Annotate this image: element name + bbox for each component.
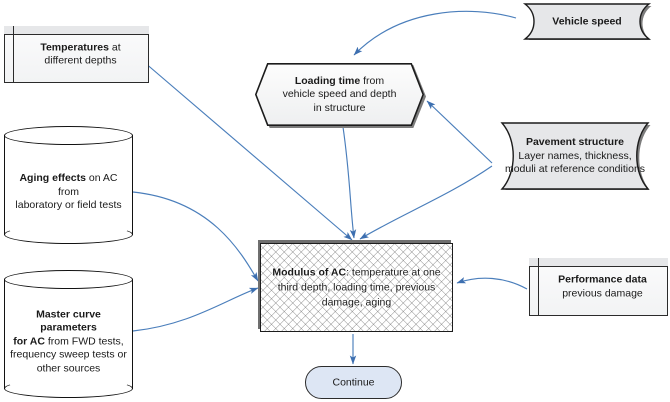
node-temperatures[interactable]: Temperatures at different depths — [4, 26, 149, 83]
edge-master-curve-to-modulus — [132, 287, 259, 332]
edge-pavement-structure-to-loading-time — [426, 100, 493, 164]
vehicle-speed-bold: Vehicle speed — [552, 14, 622, 27]
vehicle-speed-shape — [522, 3, 652, 40]
modulus-bold: Modulus of AC — [272, 266, 347, 278]
temperatures-body — [4, 26, 149, 83]
node-loading-time-text: Loading time from vehicle speed and dept… — [255, 74, 424, 115]
performance-data-column-divider — [538, 258, 539, 316]
temperatures-line2: different depths — [44, 54, 117, 67]
modulus-line2: third depth, loading time, previous — [277, 281, 436, 293]
loading-time-rest: from — [360, 74, 385, 87]
temperatures-header-row — [4, 26, 149, 35]
edge-aging-effects-to-modulus — [132, 191, 259, 282]
performance-data-header-row — [529, 258, 668, 267]
master-curve-body — [4, 279, 133, 389]
master-curve-bottom-ellipse — [4, 379, 133, 398]
edge-loading-time-to-modulus — [342, 126, 357, 239]
node-vehicle-speed[interactable]: Vehicle speed — [513, 3, 661, 40]
master-curve-line4: other sources — [36, 361, 101, 374]
aging-effects-top-ellipse — [4, 126, 133, 145]
modulus-rest: : temperature at one — [346, 266, 441, 278]
performance-data-bold: Performance data — [558, 273, 647, 286]
pavement-structure-line2: Layer names, thickness, — [518, 149, 632, 162]
modulus-face — [260, 243, 453, 332]
node-aging-effects-text: Aging effects on AC from laboratory or f… — [4, 172, 133, 213]
pavement-structure-line3: moduli at reference conditions — [504, 162, 646, 175]
loading-time-line2: vehicle speed and depth — [282, 87, 397, 100]
node-performance-data-text: Performance data previous damage — [529, 274, 668, 301]
aging-effects-rest: on AC from — [58, 171, 118, 198]
node-master-curve-text: Master curve parameters for AC from FWD … — [4, 308, 133, 376]
performance-data-body — [529, 258, 668, 316]
master-curve-rest: from FWD tests, — [44, 334, 124, 347]
modulus-line3: damage, aging — [321, 296, 392, 308]
master-curve-bold2: for AC — [13, 334, 45, 347]
master-curve-bold: Master curve parameters — [36, 307, 101, 334]
master-curve-line3: frequency sweep tests or — [10, 348, 127, 361]
edge-performance-data-to-modulus — [456, 277, 528, 290]
node-pavement-structure-text: Pavement structure Layer names, thicknes… — [489, 136, 661, 177]
loading-time-face — [255, 63, 424, 126]
node-continue[interactable]: Continue — [305, 366, 402, 399]
aging-effects-bottom-ellipse — [4, 225, 133, 244]
temperatures-column-divider — [13, 26, 14, 83]
node-temperatures-text: Temperatures at different depths — [4, 41, 149, 68]
aging-effects-line2: laboratory or field tests — [15, 198, 122, 211]
node-vehicle-speed-text: Vehicle speed — [513, 15, 661, 29]
edge-pavement-structure-to-modulus — [359, 165, 493, 240]
temperatures-rest: at — [108, 41, 121, 53]
continue-face — [305, 366, 402, 399]
node-master-curve-parameters[interactable]: Master curve parameters for AC from FWD … — [4, 270, 133, 398]
aging-effects-body — [4, 135, 133, 235]
node-pavement-structure[interactable]: Pavement structure Layer names, thicknes… — [489, 122, 661, 190]
edge-vehicle-speed-to-loading-time — [353, 10, 517, 56]
node-loading-time[interactable]: Loading time from vehicle speed and dept… — [255, 63, 426, 128]
loading-time-outline — [255, 63, 424, 126]
node-modulus-of-ac[interactable]: Modulus of AC: temperature at one third … — [258, 240, 453, 332]
node-aging-effects[interactable]: Aging effects on AC from laboratory or f… — [4, 126, 133, 244]
aging-effects-bold: Aging effects — [19, 171, 86, 184]
node-performance-data[interactable]: Performance data previous damage — [529, 258, 668, 316]
continue-label: Continue — [332, 375, 375, 388]
performance-data-line2: previous damage — [562, 287, 643, 299]
loading-time-bold: Loading time — [294, 74, 361, 87]
edge-temperatures-to-modulus — [143, 61, 353, 241]
loading-time-line3: in structure — [313, 101, 366, 114]
pavement-structure-bold: Pavement structure — [525, 135, 625, 148]
node-modulus-of-ac-text: Modulus of AC: temperature at one third … — [260, 265, 453, 310]
pavement-structure-shape — [500, 122, 651, 190]
master-curve-top-ellipse — [4, 270, 133, 289]
temperatures-bold: Temperatures — [40, 41, 109, 53]
